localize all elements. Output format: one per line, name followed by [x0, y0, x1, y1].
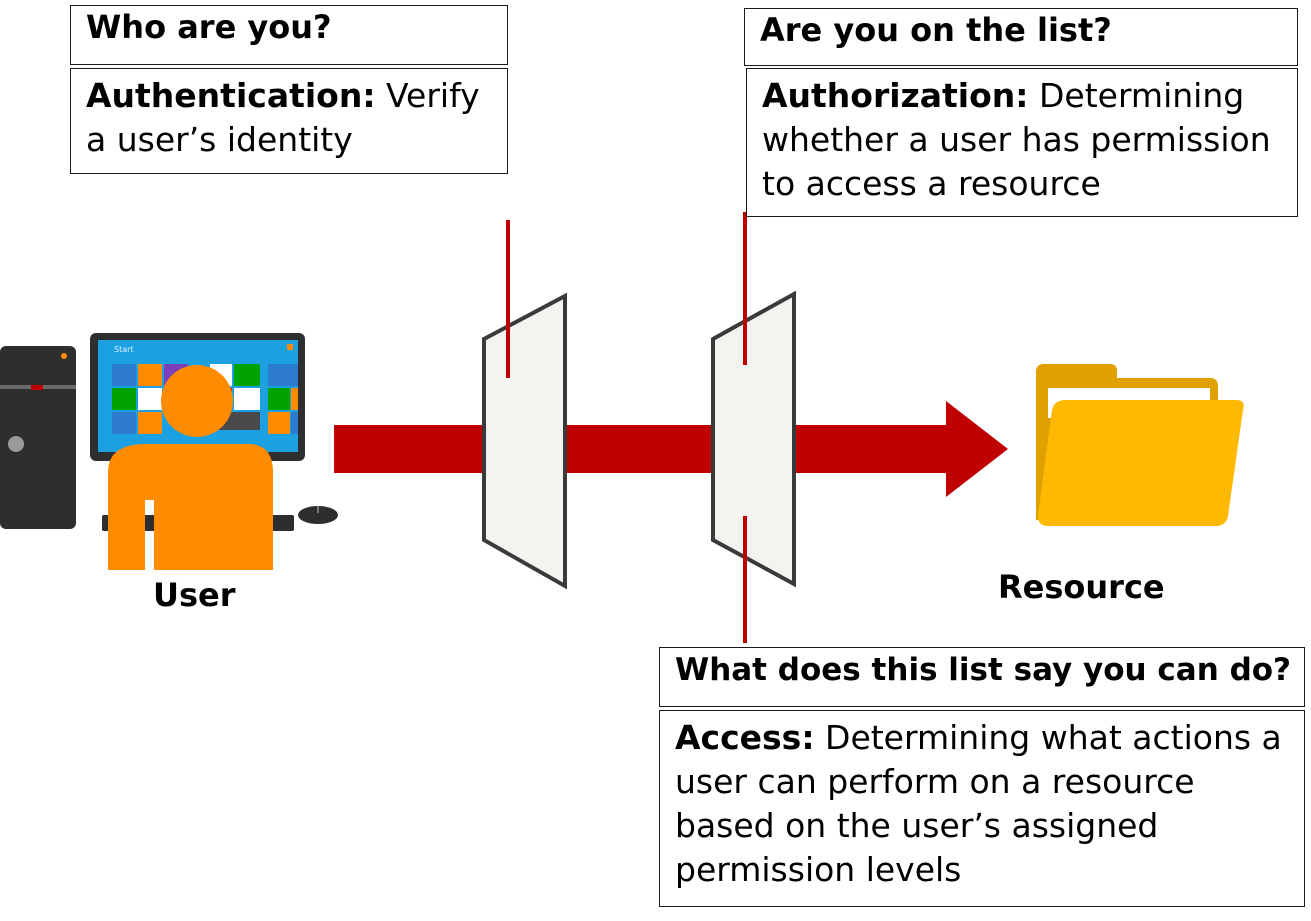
folder-icon: [1036, 364, 1244, 526]
authentication-description: Verify a user’s identity: [86, 76, 480, 159]
access-description: Determining what actions a user can perf…: [675, 718, 1282, 889]
authentication-gate: [482, 292, 567, 590]
mouse-icon: [298, 506, 338, 524]
user-label: User: [153, 576, 236, 614]
authentication-question-box: Who are you?: [70, 5, 508, 65]
access-question-box: What does this list say you can do?: [659, 647, 1305, 707]
user-figure-icon: [108, 365, 273, 570]
access-term: Access:: [675, 718, 815, 757]
screen-start-text: Start: [114, 345, 134, 354]
computer-tower-icon: [0, 346, 76, 529]
resource-label: Resource: [998, 568, 1165, 606]
authorization-gate: [711, 290, 796, 588]
arrow-head: [795, 401, 1008, 497]
authorization-definition-box: Authorization: Determining whether a use…: [746, 68, 1298, 217]
authorization-question: Are you on the list?: [760, 11, 1112, 49]
authentication-term: Authentication:: [86, 76, 376, 115]
authorization-term: Authorization:: [762, 76, 1029, 115]
authentication-definition-box: Authentication: Verify a user’s identity: [70, 68, 508, 174]
access-question: What does this list say you can do?: [675, 652, 1292, 688]
access-definition-box: Access: Determining what actions a user …: [659, 710, 1305, 907]
authorization-description: Determining whether a user has permissio…: [762, 76, 1271, 203]
authentication-question: Who are you?: [86, 8, 332, 46]
authorization-question-box: Are you on the list?: [744, 8, 1298, 66]
